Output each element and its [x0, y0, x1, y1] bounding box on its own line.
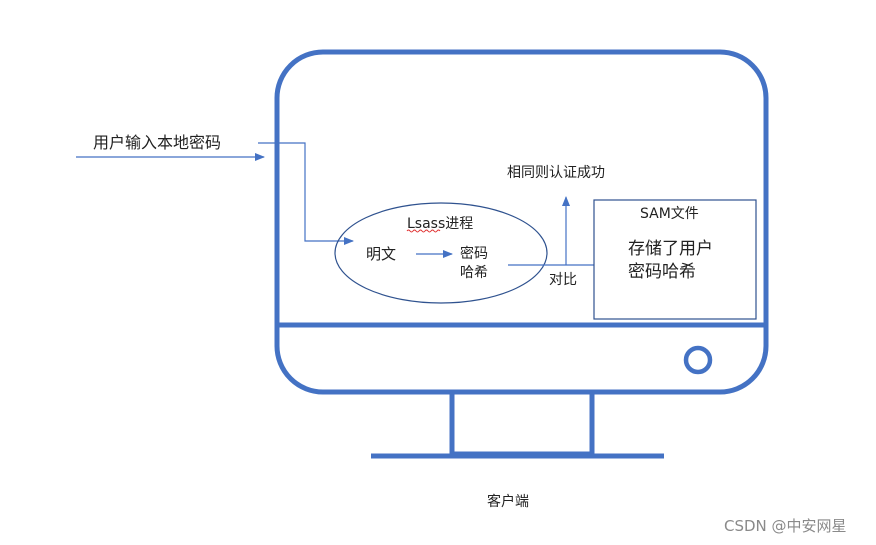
hash-label-line1: 密码 — [460, 246, 488, 262]
compare-label: 对比 — [549, 272, 577, 288]
lsass-title: Lsass进程 — [407, 216, 474, 232]
watermark: CSDN @中安网星 — [724, 517, 847, 535]
lsass-ellipse — [334, 202, 548, 304]
sam-line1: 存储了用户 — [628, 239, 713, 259]
input-label: 用户输入本地密码 — [93, 133, 222, 152]
sam-line2: 密码哈希 — [628, 262, 696, 282]
client-label: 客户端 — [487, 494, 529, 510]
spellcheck-squiggle — [406, 229, 441, 233]
hash-label-line2: 哈希 — [460, 265, 488, 281]
sam-title: SAM文件 — [640, 206, 699, 222]
power-button-icon — [683, 345, 713, 375]
sam-file-box — [593, 199, 757, 320]
success-label: 相同则认证成功 — [507, 165, 605, 181]
plaintext-label: 明文 — [366, 245, 397, 263]
input-to-lsass-connector — [258, 142, 354, 245]
monitor-stand-neck — [449, 389, 595, 457]
